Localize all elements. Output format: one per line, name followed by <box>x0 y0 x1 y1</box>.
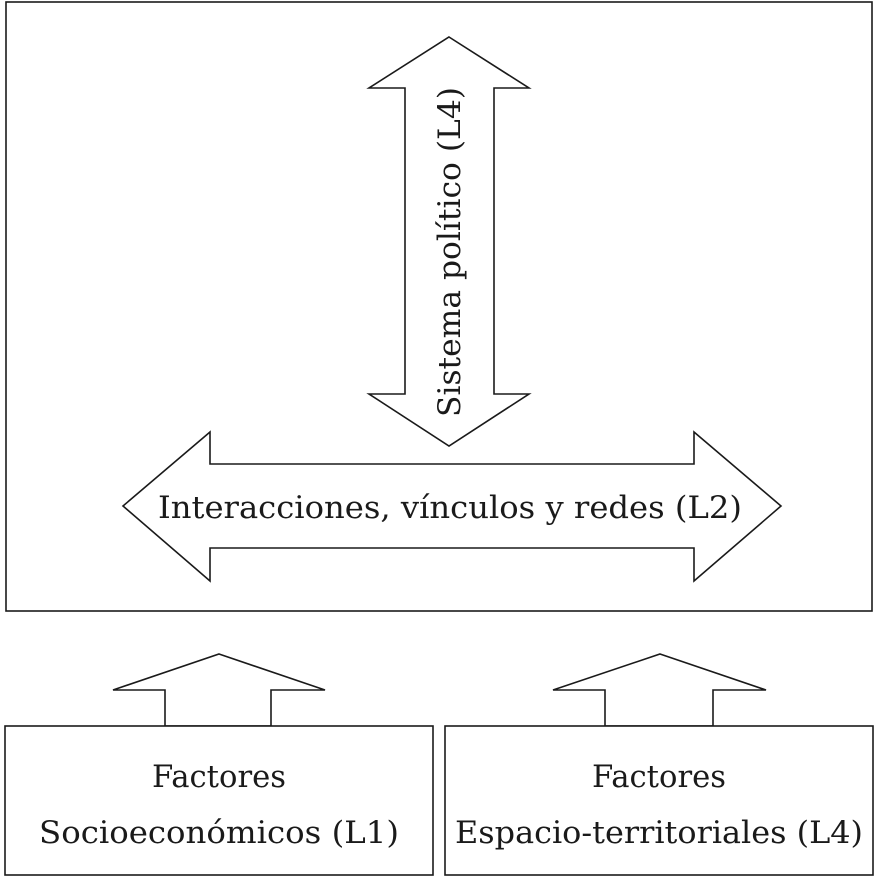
left-box-line1: Factores <box>152 759 286 795</box>
right-factor-box <box>444 725 874 876</box>
left-factor-box <box>4 725 434 876</box>
right-box-line1: Factores <box>592 759 726 795</box>
right-up-arrow <box>552 653 767 727</box>
right-box-line2: Espacio-territoriales (L4) <box>455 815 863 851</box>
vertical-double-arrow <box>366 36 532 447</box>
vertical-arrow-label: Sistema político (L4) <box>432 87 468 417</box>
horizontal-arrow-label: Interacciones, vínculos y redes (L2) <box>158 490 742 526</box>
left-box-line2: Socioeconómicos (L1) <box>39 815 399 851</box>
horizontal-double-arrow <box>121 430 783 583</box>
left-up-arrow <box>112 653 326 727</box>
